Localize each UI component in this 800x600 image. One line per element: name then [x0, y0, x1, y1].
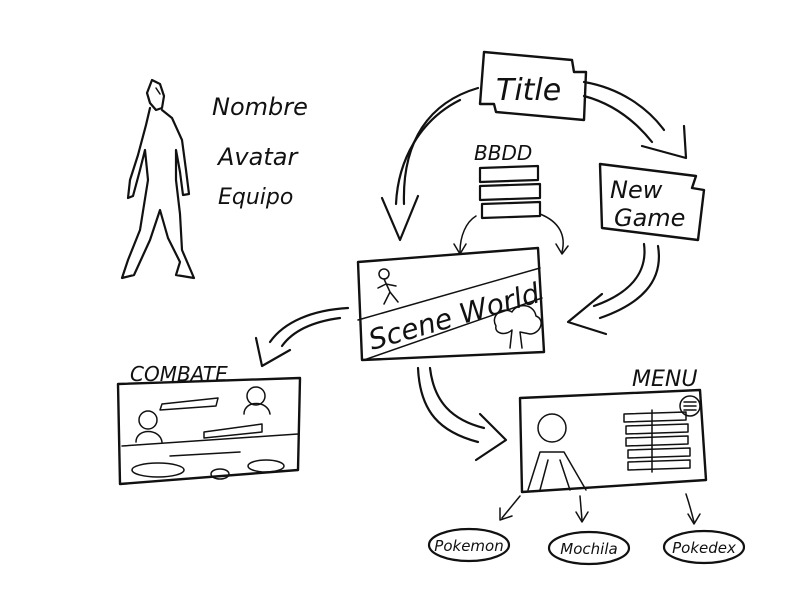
attr-avatar: Avatar — [216, 143, 299, 171]
new-game-label-line2: Game — [614, 204, 685, 232]
menu-option-pokemon: Pokemon — [427, 527, 511, 563]
attr-equipo: Equipo — [218, 185, 293, 210]
avatar-icon — [527, 413, 587, 491]
menu-option-pokedex: Pokedex — [662, 529, 746, 565]
menu-option-pokedex-label: Pokedex — [672, 539, 736, 557]
menu-option-mochila: Mochila — [547, 530, 631, 566]
arrow-scene-to-menu — [416, 366, 508, 462]
new-game-node: New Game — [598, 162, 706, 242]
new-game-label-line1: New — [610, 176, 663, 204]
bbdd-node: BBDD — [474, 141, 542, 220]
arrow-newgame-to-scene — [566, 242, 661, 336]
arrow-title-to-newgame — [582, 80, 688, 160]
character-figure — [120, 78, 196, 280]
arrow-bbdd-to-scene-right — [539, 213, 569, 255]
enemy-health-bar — [159, 397, 219, 411]
arrow-title-to-scene — [380, 86, 480, 242]
bbdd-layer-2 — [478, 182, 542, 202]
scene-world-node: Scene World — [356, 246, 546, 362]
arrow-menu-to-mochila — [575, 495, 589, 523]
menu-option-mochila-label: Mochila — [560, 540, 617, 558]
menu-node: MENU — [518, 367, 708, 494]
character-attributes: Nombre Avatar Equipo — [212, 93, 308, 210]
title-label: Title — [496, 73, 561, 108]
combate-node: COMBATE — [116, 362, 302, 486]
menu-label: MENU — [632, 367, 697, 392]
arrow-menu-to-pokedex — [685, 493, 701, 525]
title-node: Title — [478, 50, 588, 122]
bbdd-label: BBDD — [474, 141, 532, 165]
player-health-bar — [203, 423, 263, 439]
enemy-sprite-icon — [243, 386, 271, 415]
action-slot-1 — [131, 462, 185, 478]
menu-option-pokemon-label: Pokemon — [434, 537, 503, 555]
bbdd-layer-1 — [478, 164, 540, 184]
attr-nombre: Nombre — [212, 93, 308, 121]
menu-list-icon — [623, 409, 691, 473]
menu-hamburger-icon — [679, 395, 701, 417]
action-slot-2 — [210, 468, 230, 480]
player-sprite-icon — [135, 410, 163, 443]
action-slot-3 — [247, 459, 285, 473]
bbdd-layer-3 — [480, 200, 542, 220]
tree-icon — [493, 304, 542, 349]
stick-figure-icon — [377, 268, 399, 305]
arrow-menu-to-pokemon — [499, 495, 521, 521]
arrow-scene-to-combate — [254, 306, 350, 368]
arrow-bbdd-to-scene-left — [453, 215, 477, 255]
